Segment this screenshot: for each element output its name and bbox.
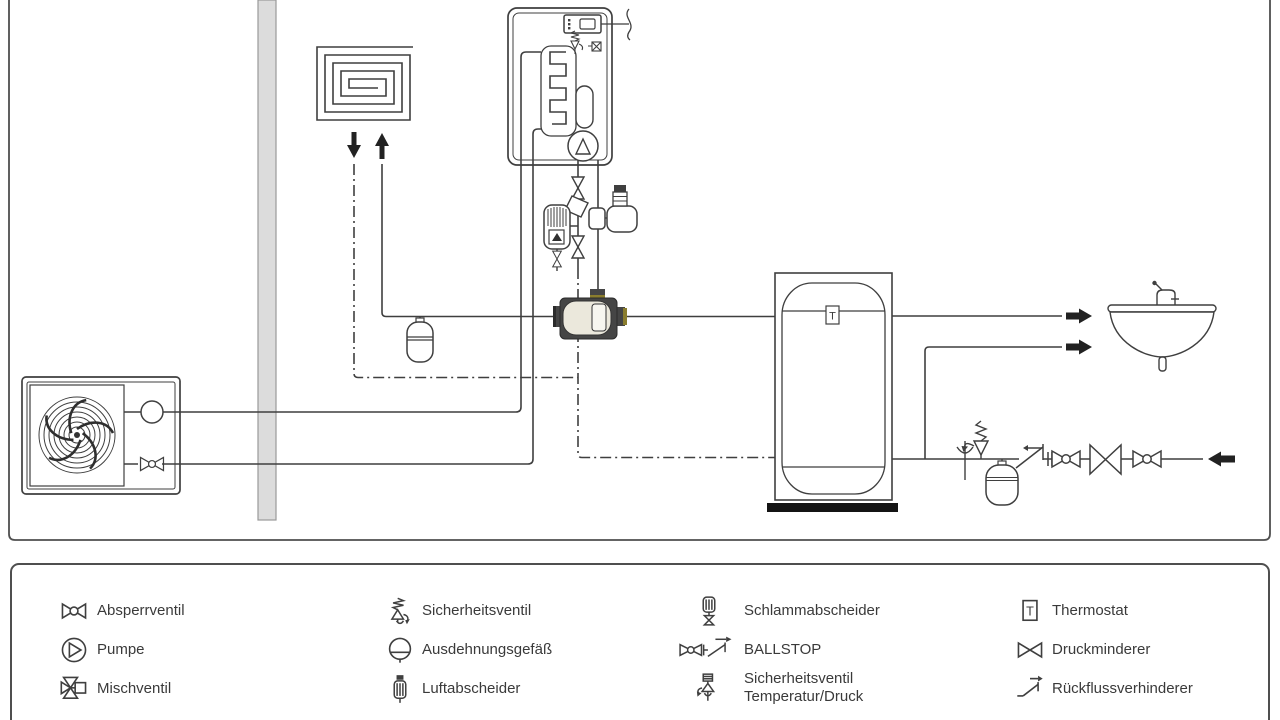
tank-base [767,503,898,512]
dirt-separator [543,204,571,271]
expansion-vessel-icon [377,635,422,665]
heat-pump-outdoor-unit [21,376,181,495]
legend-label: Absperrventil [97,602,185,619]
wall [257,0,277,521]
air-separator-icon [377,674,422,704]
check-valve [1015,444,1053,469]
legend-item-check-valve: Rückflussverhinderer [1007,671,1193,707]
shutoff-valve-bottom-icon [571,235,585,259]
unit-safety-valve-icon [569,30,584,54]
hot-water-arrow [1066,308,1092,324]
legend-label: Druckminderer [1052,641,1151,658]
safety-valve-group [961,420,990,459]
ballstop-icon [674,636,744,664]
control-panel [563,14,602,34]
shutoff-valve-icon [50,596,97,626]
automatic-air-vent [588,185,638,233]
shutoff-valve-2 [1132,450,1162,468]
fan-icon [38,396,116,474]
circulation-pump-icon [567,130,599,162]
cold-water-arrow [1066,339,1092,355]
legend-label: Thermostat [1052,602,1128,619]
unit-vent-icon [588,41,602,52]
legend-label: Luftabscheider [422,680,521,697]
legend-item-shutoff-valve: Absperrventil [50,593,185,629]
legend-label: BALLSTOP [744,641,822,658]
pump-icon [50,635,97,665]
indoor-unit-internals [540,8,632,162]
basin-cold-riser [924,346,1062,459]
washbasin [1107,280,1217,372]
diagram-frame [8,0,1271,541]
legend-item-pump: Pumpe [50,632,145,668]
legend-label: Ausdehnungsgefäß [422,641,553,658]
hydraulic-schematic: T [8,0,1271,541]
heat-exchanger [540,45,577,137]
pressure-reducer-icon [1007,635,1052,665]
legend-item-ballstop: BALLSTOP [674,632,821,668]
legend-item-mixing-valve: Mischventil [50,671,171,707]
unit-accumulator [575,85,594,129]
faucet [1152,280,1179,306]
hp-return-pipe [162,128,552,465]
mixing-valve-icon [50,674,97,704]
storage-tank: T [774,272,893,501]
pump-controller [553,289,627,340]
legend-item-mud-separator: Schlammabscheider [674,593,880,629]
legend-label: Pumpe [97,641,145,658]
expansion-vessel-dhw [985,459,1019,506]
legend-panel: Absperrventil Pumpe Mischventil Siche [10,563,1270,720]
water-inlet-arrow [1208,451,1235,467]
tank-return-line [577,268,775,459]
legend-item-safety-valve: Sicherheitsventil [377,593,531,629]
svg-text:T: T [1026,605,1034,619]
pressure-reducer [1089,443,1122,476]
hp-flow-pipe [163,51,541,413]
underfloor-heating-coil [316,46,413,121]
underfloor-supply-pipe [381,164,566,318]
legend-label: Rückflussverhinderer [1052,680,1193,697]
safety-valve-icon [377,596,422,626]
thermostat-letter: T [829,311,836,323]
legend-label: Mischventil [97,680,172,697]
underfloor-return-line [353,164,578,379]
thermostat-badge [825,305,840,325]
hp-pump-port-icon [140,400,164,424]
shutoff-valve-1 [1051,450,1081,468]
legend-item-pressure-reducer: Druckminderer [1007,632,1150,668]
legend-item-thermostat: T Thermostat [1007,593,1128,629]
legend-item-expansion-vessel: Ausdehnungsgefäß [377,632,552,668]
mud-separator-icon [674,596,744,626]
wire-break-icon [626,8,632,41]
legend-item-air-separator: Luftabscheider [377,671,520,707]
shutoff-valve-top-icon [571,176,585,200]
check-valve-icon [1007,674,1052,704]
legend-label: Sicherheitsventil [422,602,532,619]
flow-down-arrow [347,132,361,158]
strainer-icon [564,195,589,218]
safety-valve-temp-pressure-icon [674,673,744,703]
thermostat-icon: T [1007,596,1052,626]
legend-label: Schlammabscheider [744,602,880,619]
flow-up-arrow [375,133,389,159]
expansion-vessel-heating [406,316,434,363]
